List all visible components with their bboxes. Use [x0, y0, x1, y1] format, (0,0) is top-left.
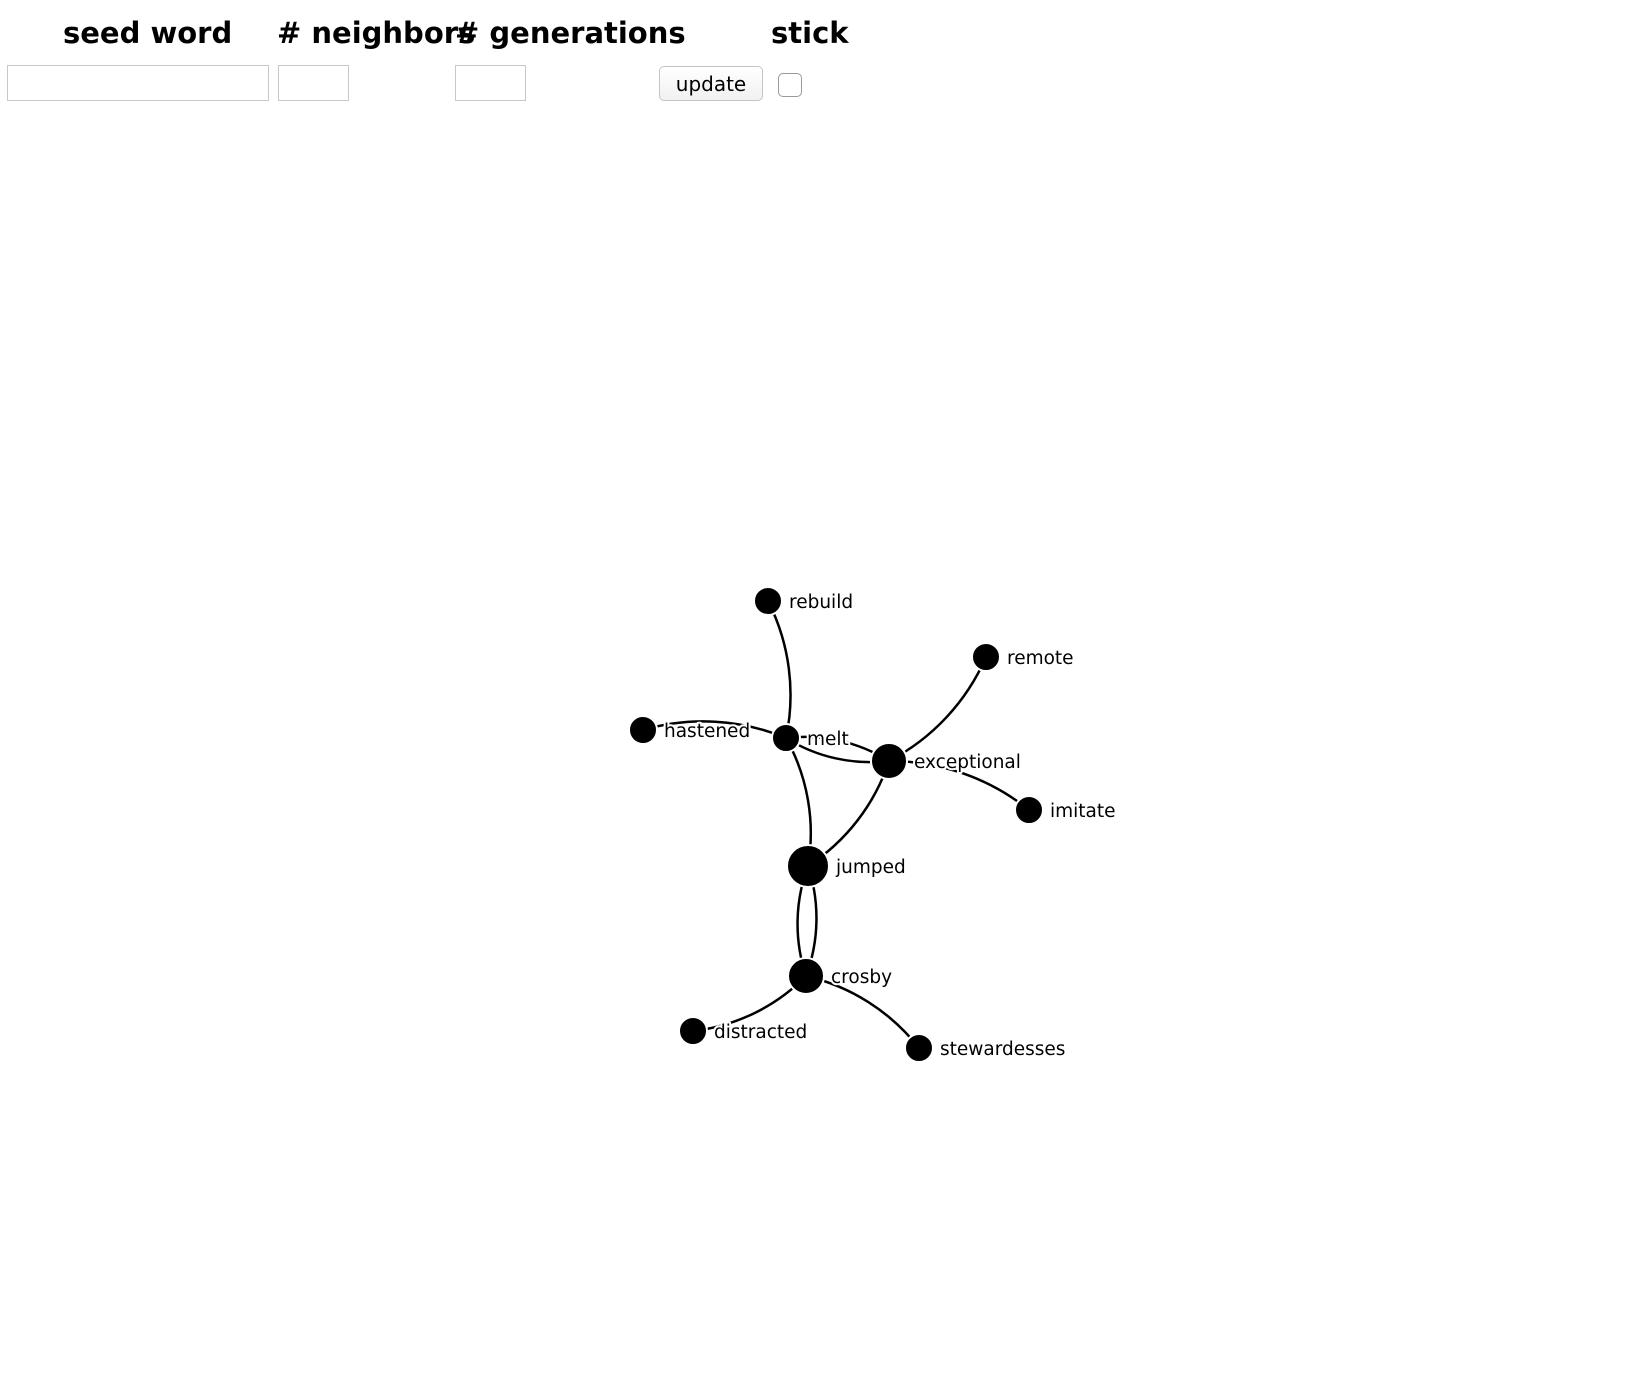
- node-label-crosby: crosby: [831, 967, 892, 988]
- node-hastened[interactable]: hastened: [628, 715, 752, 745]
- edge-rebuild-melt: [766, 600, 792, 739]
- node-imitate[interactable]: imitate: [1014, 795, 1118, 825]
- edge-hastened-melt: [642, 720, 787, 740]
- node-circle-melt[interactable]: [771, 723, 801, 753]
- node-stewardesses[interactable]: stewardesses: [904, 1033, 1067, 1063]
- update-button[interactable]: update: [659, 66, 763, 101]
- node-label-melt: melt: [807, 729, 849, 750]
- node-label-stewardesses: stewardesses: [940, 1039, 1065, 1060]
- node-exceptional[interactable]: exceptional: [870, 742, 1023, 780]
- node-rebuild[interactable]: rebuild: [753, 586, 855, 616]
- node-circle-stewardesses[interactable]: [904, 1033, 934, 1063]
- controls-bar: seed word # neighbors # generations stic…: [0, 0, 880, 110]
- generations-header: # generations: [455, 16, 686, 50]
- node-circle-jumped[interactable]: [786, 844, 830, 888]
- node-circle-distracted[interactable]: [678, 1016, 708, 1046]
- generations-input[interactable]: [455, 65, 526, 101]
- node-circle-exceptional[interactable]: [870, 742, 908, 780]
- node-distracted[interactable]: distracted: [678, 1016, 809, 1046]
- neighbors-header: # neighbors: [277, 16, 476, 50]
- node-label-remote: remote: [1007, 648, 1074, 669]
- node-circle-hastened[interactable]: [628, 715, 658, 745]
- node-label-imitate: imitate: [1050, 801, 1116, 822]
- node-crosby[interactable]: crosby: [787, 957, 894, 995]
- nodes-layer: rebuild remote hastened melt exceptional imit…: [628, 586, 1118, 1063]
- edge-remote-exceptional: [888, 656, 988, 763]
- node-jumped[interactable]: jumped: [786, 844, 908, 888]
- node-remote[interactable]: remote: [971, 642, 1076, 672]
- seed-word-header: seed word: [63, 16, 233, 50]
- node-label-distracted: distracted: [714, 1022, 807, 1043]
- stick-checkbox[interactable]: [778, 73, 802, 97]
- stick-header: stick: [771, 16, 849, 50]
- node-circle-rebuild[interactable]: [753, 586, 783, 616]
- node-label-exceptional: exceptional: [914, 752, 1021, 773]
- node-label-hastened: hastened: [664, 721, 750, 742]
- neighbors-input[interactable]: [278, 65, 349, 101]
- node-melt[interactable]: melt: [771, 723, 851, 753]
- node-circle-remote[interactable]: [971, 642, 1001, 672]
- seed-word-input[interactable]: [7, 65, 269, 101]
- node-label-rebuild: rebuild: [789, 592, 853, 613]
- node-label-jumped: jumped: [835, 857, 906, 878]
- node-circle-imitate[interactable]: [1014, 795, 1044, 825]
- node-circle-crosby[interactable]: [787, 957, 825, 995]
